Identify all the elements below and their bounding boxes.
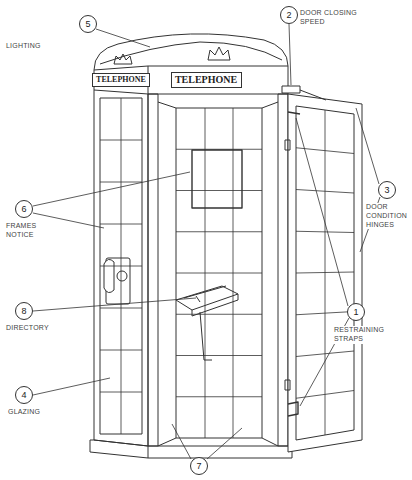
door-glazing-frame xyxy=(296,106,354,440)
part-label: DIRECTORY xyxy=(6,324,49,333)
part-label: DOOR CONDITION HINGES xyxy=(366,203,408,229)
callout-circle: 2 xyxy=(280,6,298,24)
glazing-bar xyxy=(176,273,262,274)
directory-book xyxy=(184,286,238,316)
hinge xyxy=(285,380,290,390)
leader-line xyxy=(33,298,196,311)
glazing-bar xyxy=(176,355,262,356)
front-post xyxy=(148,94,158,446)
interior-edges xyxy=(158,102,278,446)
telephone-dial xyxy=(117,271,127,281)
glazing-bar xyxy=(100,224,142,225)
callout-number: 5 xyxy=(85,20,90,29)
leader-line xyxy=(33,378,110,395)
crown xyxy=(114,54,132,64)
telephone-sign: TELEPHONE xyxy=(171,72,242,88)
glazing-bar xyxy=(100,266,142,267)
back-wall-glazing xyxy=(176,108,262,438)
left-glazing-frame xyxy=(100,98,142,434)
glazing-bar xyxy=(296,351,354,357)
part-label: GLAZING xyxy=(8,408,40,417)
glazing-bar xyxy=(176,314,262,315)
glazing-bar xyxy=(100,350,142,351)
leader-line xyxy=(172,424,191,459)
door-closer-arm xyxy=(300,90,326,100)
roof-dome xyxy=(94,34,288,70)
callout-circle: 1 xyxy=(347,303,365,321)
glazing-bar xyxy=(176,149,262,150)
leader-line xyxy=(96,29,150,47)
crown xyxy=(208,47,230,60)
hinge xyxy=(285,140,290,150)
part-label: LIGHTING xyxy=(6,42,41,51)
front-post xyxy=(278,94,288,446)
callout-number: 4 xyxy=(21,391,26,400)
roof-ridge xyxy=(100,42,282,64)
callout-number: 3 xyxy=(384,186,389,195)
glazing-bar xyxy=(296,231,354,232)
glazing-bar xyxy=(296,272,354,273)
callout-number: 1 xyxy=(353,308,358,317)
shelf-bracket xyxy=(200,312,212,360)
callout-number: 2 xyxy=(286,11,291,20)
part-label: RESTRAINING STRAPS xyxy=(334,326,394,344)
callout-circle: 8 xyxy=(15,302,33,320)
leader-line xyxy=(207,428,242,459)
sign-text: TELEPHONE xyxy=(96,76,146,84)
plinth-corner xyxy=(148,446,149,458)
callout-circle: 5 xyxy=(79,15,97,33)
telephone-sign: TELEPHONE xyxy=(92,73,150,87)
sign-text: TELEPHONE xyxy=(175,75,237,85)
leader-line xyxy=(356,108,379,184)
door-closer xyxy=(282,86,300,93)
leader-line xyxy=(296,118,348,306)
callout-number: 8 xyxy=(21,307,26,316)
open-door xyxy=(288,94,362,452)
roof-edge xyxy=(94,66,288,70)
plinth xyxy=(90,440,292,458)
callout-number: 7 xyxy=(196,462,201,471)
left-face xyxy=(94,90,148,446)
restraining-strap xyxy=(288,112,300,416)
glazing-bar xyxy=(176,190,262,191)
notice-frame xyxy=(192,150,242,208)
glazing-bar xyxy=(100,182,142,183)
callout-number: 6 xyxy=(21,205,26,214)
glazing-bar xyxy=(176,231,262,232)
telephone-handset xyxy=(104,259,114,292)
glazing-bar xyxy=(296,190,354,194)
part-label: FRAMES NOTICE xyxy=(6,222,46,240)
part-label: DOOR CLOSING SPEED xyxy=(300,9,358,27)
glazing-bar xyxy=(100,140,142,141)
callout-circle: 6 xyxy=(15,200,33,218)
glazing-bar xyxy=(176,396,262,397)
leader-line xyxy=(289,24,291,85)
leader-line xyxy=(33,172,190,206)
glazing-bar xyxy=(296,312,354,315)
callout-circle: 3 xyxy=(378,181,396,199)
callout-circle: 7 xyxy=(190,457,208,475)
glazing-bar xyxy=(100,308,142,309)
glazing-bar xyxy=(100,392,142,393)
callout-circle: 4 xyxy=(15,386,33,404)
sign-band xyxy=(94,66,288,94)
